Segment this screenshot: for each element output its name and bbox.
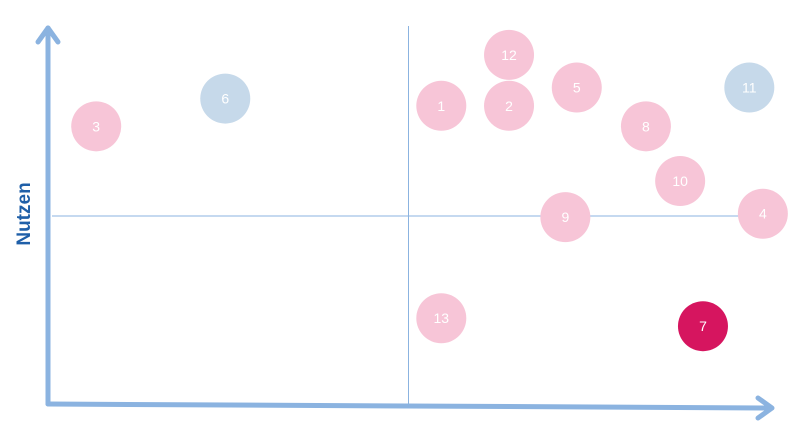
bubble-label-8: 8	[642, 118, 650, 134]
y-axis-title: Nutzen	[14, 182, 35, 245]
bubble-label-1: 1	[437, 98, 445, 114]
bubble-11	[724, 62, 775, 113]
bubble-label-12: 12	[501, 47, 517, 63]
bubble-label-4: 4	[759, 206, 767, 222]
bubble-label-3: 3	[92, 118, 100, 134]
bubble-1	[416, 80, 467, 131]
bubble-3	[71, 101, 122, 152]
axes	[35, 25, 775, 421]
bubble-label-11: 11	[742, 80, 757, 96]
bubble-2	[484, 80, 535, 131]
bubble-label-9: 9	[561, 209, 569, 225]
bubble-4	[737, 188, 788, 239]
bubble-12	[484, 29, 535, 80]
bubble-9	[540, 192, 591, 243]
bubble-label-5: 5	[573, 80, 581, 96]
bubble-10	[655, 156, 706, 207]
bubble-label-2: 2	[505, 98, 513, 114]
quadrant-lines	[52, 26, 773, 406]
y-axis-arrowhead	[35, 25, 61, 45]
bubble-13	[416, 293, 467, 344]
x-axis-line	[45, 401, 773, 411]
bubble-label-13: 13	[434, 310, 450, 326]
bubble-7	[677, 301, 728, 352]
bubble-label-10: 10	[672, 173, 688, 189]
bubble-label-7: 7	[699, 318, 707, 334]
bubble-8	[620, 101, 671, 152]
bubble-5	[551, 62, 602, 113]
x-axis-arrowhead	[755, 395, 775, 421]
bubble-label-6: 6	[221, 91, 229, 107]
bubble-6	[200, 73, 251, 124]
